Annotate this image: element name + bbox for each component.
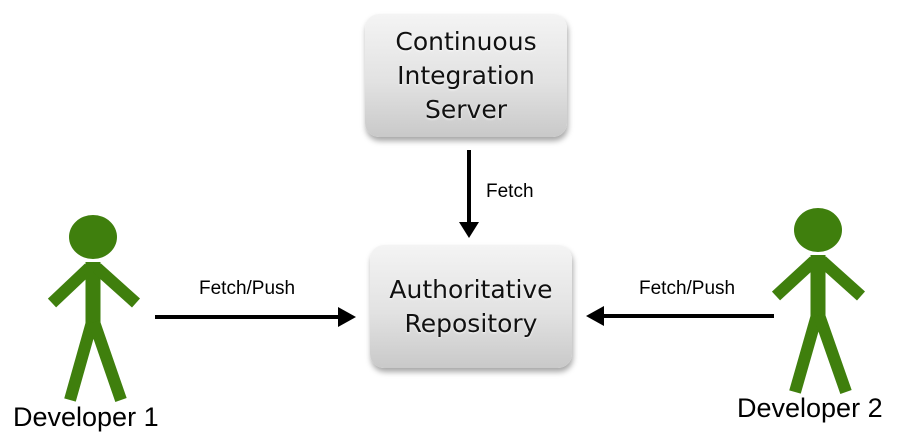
repository-node: Authoritative Repository xyxy=(370,245,572,368)
ci-server-label: Continuous Integration Server xyxy=(395,26,537,124)
developer-1-label: Developer 1 xyxy=(13,402,159,432)
developer-2-label: Developer 2 xyxy=(737,393,883,423)
dev1-fetch-push-label: Fetch/Push xyxy=(199,278,296,299)
dev2-to-repo-arrow xyxy=(586,306,774,326)
developer-2-figure xyxy=(771,208,866,394)
repository-label: Authoritative Repository xyxy=(389,274,553,338)
dev2-fetch-push-label: Fetch/Push xyxy=(639,278,736,299)
developer-1-figure xyxy=(47,215,141,402)
ci-server-node: Continuous Integration Server xyxy=(365,14,567,137)
dev1-to-repo-arrow xyxy=(155,307,356,327)
ci-to-repo-arrow xyxy=(459,150,479,238)
ci-fetch-label: Fetch xyxy=(486,181,534,202)
